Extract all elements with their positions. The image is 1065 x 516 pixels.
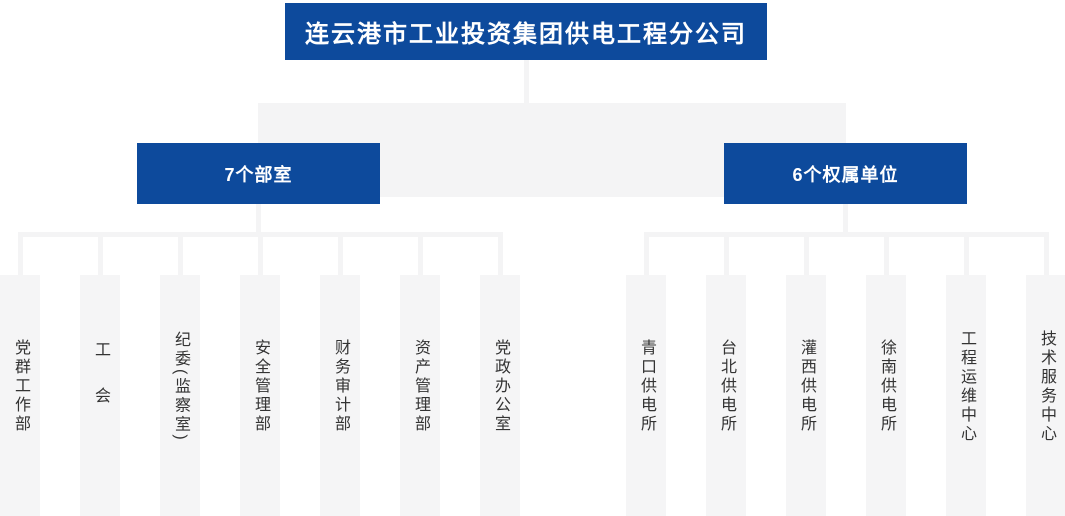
group-node-departments: 7个部室 bbox=[137, 143, 380, 204]
leaf-node: 工程运维中心 bbox=[946, 275, 986, 516]
leaf-node: 技术服务中心 bbox=[1026, 275, 1065, 516]
leaf-node-label: 党群工作部 bbox=[12, 339, 29, 434]
leaf-node-label: 纪委(监察室) bbox=[172, 330, 189, 443]
leaf-node-label: 工程运维中心 bbox=[958, 329, 975, 444]
connector-drop bbox=[963, 237, 969, 275]
leaf-node-label: 台北供电所 bbox=[718, 339, 735, 434]
leaf-node-label: 徐南供电所 bbox=[878, 339, 895, 434]
connector-drop bbox=[177, 237, 183, 275]
leaf-node: 财务审计部 bbox=[320, 275, 360, 516]
connector-drop bbox=[337, 237, 343, 275]
connector-root-line bbox=[523, 60, 529, 103]
leaf-node: 党政办公室 bbox=[480, 275, 520, 516]
leaf-node-label: 安全管理部 bbox=[252, 339, 269, 434]
leaf-node: 纪委(监察室) bbox=[160, 275, 200, 516]
leaf-node: 安全管理部 bbox=[240, 275, 280, 516]
leaf-node: 工会 bbox=[80, 275, 120, 516]
connector-left-rail bbox=[17, 232, 503, 237]
connector-drop bbox=[17, 237, 23, 275]
connector-drop bbox=[723, 237, 729, 275]
connector-drop bbox=[257, 237, 263, 275]
root-node: 连云港市工业投资集团供电工程分公司 bbox=[285, 3, 767, 60]
connector-drop bbox=[97, 237, 103, 275]
root-node-label: 连云港市工业投资集团供电工程分公司 bbox=[305, 21, 747, 48]
connector-drop bbox=[803, 237, 809, 275]
leaf-node: 青口供电所 bbox=[626, 275, 666, 516]
group-node-affiliated-units: 6个权属单位 bbox=[724, 143, 967, 204]
leaf-node-label: 青口供电所 bbox=[638, 339, 655, 434]
leaf-node: 资产管理部 bbox=[400, 275, 440, 516]
leaf-node: 台北供电所 bbox=[706, 275, 746, 516]
connector-right-stub bbox=[843, 204, 848, 232]
leaf-node-label: 财务审计部 bbox=[332, 339, 349, 434]
connector-drop bbox=[417, 237, 423, 275]
leaf-node-label: 党政办公室 bbox=[492, 339, 509, 434]
leaf-node-label: 技术服务中心 bbox=[1038, 329, 1055, 444]
leaf-node-label: 灌西供电所 bbox=[798, 339, 815, 434]
leaf-node: 徐南供电所 bbox=[866, 275, 906, 516]
group-node-affiliated-units-label: 6个权属单位 bbox=[792, 164, 899, 185]
connector-left-stub bbox=[256, 204, 261, 232]
connector-drop bbox=[883, 237, 889, 275]
leaf-node-label: 资产管理部 bbox=[412, 339, 429, 434]
connector-drop bbox=[497, 237, 503, 275]
connector-drop bbox=[643, 237, 649, 275]
leaf-node: 灌西供电所 bbox=[786, 275, 826, 516]
group-node-departments-label: 7个部室 bbox=[224, 164, 293, 185]
connector-drop bbox=[1043, 237, 1049, 275]
leaf-node: 党群工作部 bbox=[0, 275, 40, 516]
leaf-node-label: 工会 bbox=[92, 340, 109, 433]
connector-right-rail bbox=[643, 232, 1049, 237]
